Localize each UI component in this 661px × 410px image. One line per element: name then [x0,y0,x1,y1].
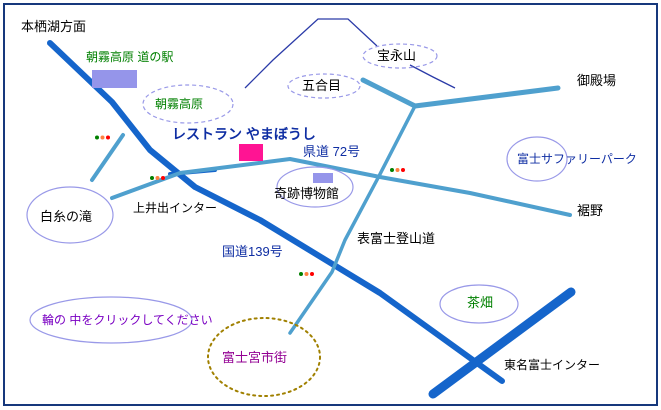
label-hoeizan: 宝永山 [377,48,417,63]
label-asagiri-kogen: 朝霧高原 [155,97,204,111]
ellipse-fuji-safari-park[interactable] [506,136,568,182]
label-kamiide-interchange: 上井出インター [133,201,218,215]
ellipse-fujinomiya-city[interactable] [207,317,321,397]
label-tea-field: 茶畑 [467,295,494,310]
ellipse-gogome[interactable] [287,73,361,99]
mount-fuji-outline-right [409,64,456,89]
road-tomei-expressway [428,287,576,399]
ellipse-tea-field[interactable] [439,284,519,324]
label-miracle-museum: 奇跡博物館 [274,186,340,201]
road-fuji-skyline-right [412,85,561,109]
road-shiraito-branch [90,133,125,182]
label-gotemba: 御殿場 [577,73,617,88]
label-route139: 国道139号 [222,244,283,259]
label-shiraito-falls: 白糸の滝 [40,209,93,224]
traffic-signal-icon [299,272,314,276]
traffic-signal-icon [95,135,110,140]
road-route139 [47,40,505,384]
map-border [3,3,658,406]
label-restaurant-yamaboushi: レストラン やまぼうし [172,126,316,142]
label-motosuko-direction: 本栖湖方面 [21,19,87,34]
label-gogome: 五合目 [302,78,342,93]
label-click-instruction: 輪の 中をクリックしてください [42,313,213,327]
road-omote-fuji-tozando [288,104,417,335]
ellipse-click-instruction[interactable] [29,296,193,344]
ellipse-miracle-museum[interactable] [276,166,354,208]
ellipse-shiraito-falls[interactable] [26,186,114,244]
traffic-signal-icon [390,168,405,172]
label-omote-fuji-tozando: 表富士登山道 [357,231,436,246]
mount-fuji-outline-left [244,18,378,89]
label-kendo72: 県道 72号 [303,144,361,159]
ellipse-asagiri-kogen[interactable] [142,84,234,124]
marker-asagiri-road-station [92,70,137,88]
label-fuji-safari-park: 富士サファリーパーク [517,152,637,166]
road-fuji-skyline-left [360,77,418,109]
label-tomei-fuji-interchange: 東名富士インター [504,358,601,372]
marker-restaurant-yamaboushi [239,144,263,161]
ellipse-hoeizan[interactable] [362,43,438,69]
marker-miracle-museum [313,173,333,183]
label-asagiri-road-station: 朝霧高原 道の駅 [86,50,174,64]
traffic-signal-icon [150,176,165,180]
label-fujinomiya-city: 富士宮市街 [222,350,288,365]
label-susono: 裾野 [577,203,604,218]
road-kendo72 [110,157,572,217]
